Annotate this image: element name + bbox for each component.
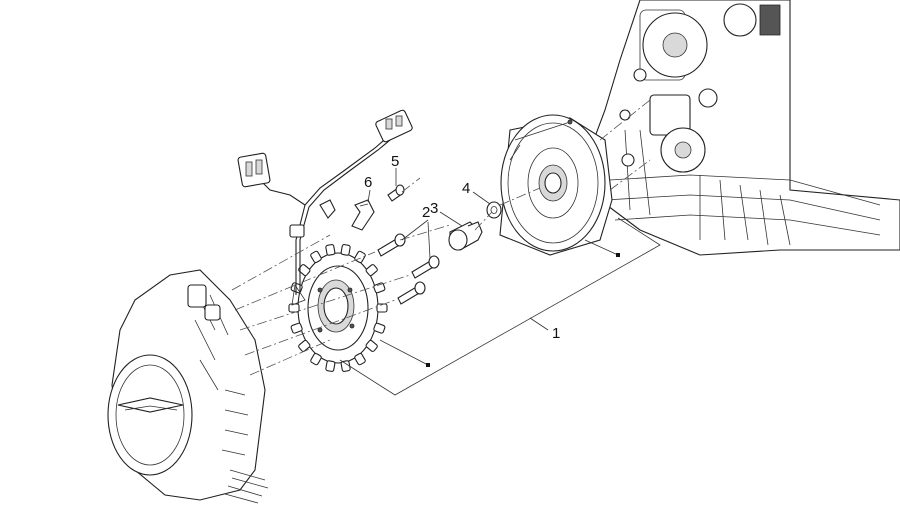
stator-tooth xyxy=(354,352,366,366)
stator-tooth xyxy=(373,282,386,294)
engine-block xyxy=(589,0,900,256)
stator-tooth xyxy=(310,250,322,264)
stator-tooth xyxy=(298,339,311,352)
callout-2: 2 xyxy=(422,204,430,221)
flywheel-nut xyxy=(448,221,483,251)
stator-tooth xyxy=(376,303,388,313)
callout-4: 4 xyxy=(462,180,470,197)
screw-long xyxy=(377,233,440,305)
stator-tooth xyxy=(340,244,351,256)
alignment-axes xyxy=(231,99,651,376)
stator-tooth xyxy=(325,360,336,372)
stator-tooth xyxy=(365,339,378,352)
flywheel-rotor xyxy=(499,114,613,256)
stator-tooth xyxy=(365,264,378,277)
screw-short xyxy=(387,184,405,202)
stator xyxy=(288,244,388,372)
callout-5: 5 xyxy=(391,153,399,170)
cable-clamp xyxy=(351,199,375,231)
stator-tooth xyxy=(288,303,300,313)
stator-tooth xyxy=(373,322,386,334)
callout-6: 6 xyxy=(364,174,372,191)
stator-tooth xyxy=(310,352,322,366)
alternator-cover xyxy=(107,269,269,504)
stator-tooth xyxy=(340,360,351,372)
stator-tooth xyxy=(325,244,336,256)
assembly-bracket xyxy=(339,217,661,396)
stator-tooth xyxy=(290,322,303,334)
wiring-harness xyxy=(237,109,413,306)
leader-lines xyxy=(367,168,491,259)
callout-3: 3 xyxy=(430,200,438,217)
callout-1: 1 xyxy=(552,325,560,342)
